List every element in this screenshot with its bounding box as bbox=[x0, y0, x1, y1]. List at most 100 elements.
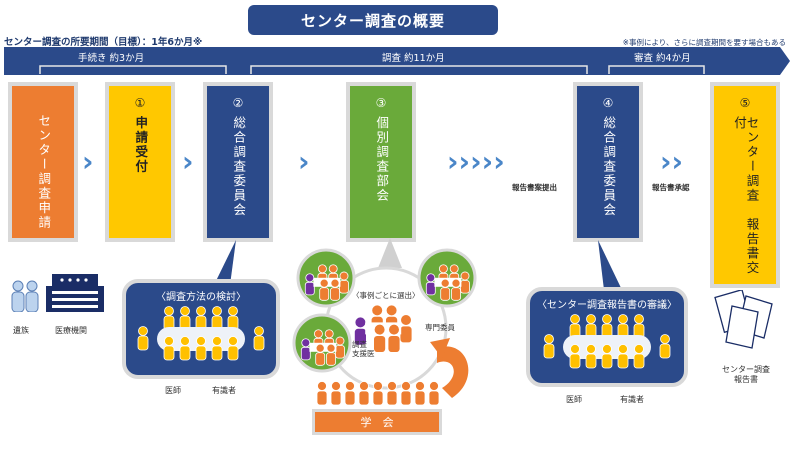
hospital-label: 医療機関 bbox=[55, 326, 87, 335]
person-icon bbox=[633, 344, 645, 369]
support-doctor-label: 調査 支援医 bbox=[352, 340, 375, 358]
person-icon bbox=[569, 314, 581, 339]
person-icon bbox=[137, 326, 149, 351]
stage-general-committee-1: ② 総合調査委員会 bbox=[203, 82, 273, 242]
case-selection-cluster bbox=[292, 238, 477, 406]
person-icon bbox=[326, 343, 336, 366]
chevron-right-icon: › bbox=[470, 145, 482, 178]
bubble-title: 〈事例ごとに選出〉 bbox=[352, 291, 420, 300]
person-icon bbox=[344, 381, 356, 406]
stage-number: ② bbox=[232, 96, 244, 110]
person-icon bbox=[585, 314, 597, 339]
chevron-group-approve: › › bbox=[660, 148, 683, 176]
meeting-people-icon bbox=[137, 306, 265, 361]
person-icon bbox=[425, 273, 436, 296]
stage-number: ③ bbox=[375, 96, 387, 110]
academic-society-box: 学 会 bbox=[312, 409, 442, 435]
person-icon bbox=[335, 336, 345, 359]
person-icon bbox=[163, 306, 175, 331]
diagram-title: センター調査の概要 bbox=[248, 5, 498, 35]
bubble-investigation-method: 〈調査方法の検討〉 bbox=[122, 279, 280, 379]
stage-application-receipt: ① 申請受付 bbox=[105, 82, 175, 242]
chevron-right-icon: › bbox=[182, 145, 194, 178]
phase-label-investigation: 調査 約11か月 bbox=[382, 53, 445, 64]
chevron-right-icon: › bbox=[458, 145, 471, 178]
family-icon bbox=[11, 280, 39, 312]
person-icon bbox=[195, 306, 207, 331]
stage-label: 個別調査部会 bbox=[374, 116, 390, 203]
stage-label: 申請受付 bbox=[133, 116, 149, 174]
person-icon bbox=[659, 334, 671, 359]
phase-label-procedure: 手続き 約3か月 bbox=[78, 53, 145, 64]
person-icon bbox=[315, 343, 326, 366]
stage-individual-subcommittee: ③ 個別調査部会 bbox=[346, 82, 416, 242]
person-icon bbox=[179, 336, 191, 361]
bubble-pointer bbox=[598, 240, 622, 290]
chevron-right-icon: › bbox=[298, 145, 310, 178]
person-icon bbox=[387, 323, 401, 353]
stage-center-application: センター調査申請 bbox=[8, 82, 78, 242]
stage-general-committee-2: ④ 総合調査委員会 bbox=[573, 82, 643, 242]
report-submit-label: 報告書案提出 bbox=[512, 183, 557, 192]
caption-doctor: 医師 bbox=[566, 395, 582, 404]
report-caption-line2: 報告書 bbox=[734, 374, 758, 384]
person-icon bbox=[319, 278, 330, 301]
family-label: 遺族 bbox=[13, 326, 29, 335]
person-icon bbox=[543, 334, 555, 359]
chevron-group-submit: › › › › › bbox=[447, 148, 505, 176]
person-icon bbox=[227, 336, 239, 361]
person-icon bbox=[601, 314, 613, 339]
person-icon bbox=[373, 323, 386, 353]
person-icon bbox=[211, 336, 223, 361]
person-icon bbox=[633, 314, 645, 339]
bracket-review bbox=[608, 65, 705, 74]
stage-label: 総合調査委員会 bbox=[231, 116, 247, 218]
person-icon bbox=[195, 336, 207, 361]
bracket-procedure bbox=[39, 65, 227, 74]
person-icon bbox=[227, 306, 239, 331]
stage-label: センター調査 報告書交付 bbox=[732, 116, 760, 276]
stage-number: ① bbox=[134, 96, 146, 110]
person-icon bbox=[372, 381, 384, 406]
report-caption: センター調査 報告書 bbox=[716, 365, 776, 384]
stage-label: 総合調査委員会 bbox=[601, 116, 617, 218]
report-caption-line1: センター調査 bbox=[722, 365, 770, 374]
report-approve-label: 報告書承認 bbox=[652, 183, 690, 192]
report-documents-icon bbox=[714, 290, 773, 349]
person-icon bbox=[428, 381, 440, 406]
person-icon bbox=[316, 381, 328, 406]
person-icon bbox=[304, 273, 315, 296]
person-icon bbox=[414, 381, 426, 406]
phase-label-review: 審査 約4か月 bbox=[634, 53, 691, 64]
person-icon bbox=[440, 278, 451, 301]
person-icon bbox=[400, 381, 412, 406]
bubble-title: 〈センター調査報告書の審議〉 bbox=[537, 300, 677, 311]
person-icon bbox=[399, 314, 413, 344]
hospital-icon bbox=[46, 274, 104, 312]
caption-expert: 有識者 bbox=[212, 386, 236, 395]
person-icon bbox=[569, 344, 581, 369]
bracket-investigation bbox=[250, 65, 588, 74]
person-icon bbox=[253, 326, 265, 351]
timeline-band bbox=[4, 47, 790, 75]
person-icon bbox=[358, 381, 370, 406]
person-icon bbox=[163, 336, 175, 361]
bubble-report-review: 〈センター調査報告書の審議〉 bbox=[526, 287, 688, 387]
person-icon bbox=[211, 306, 223, 331]
person-icon bbox=[460, 271, 470, 294]
chevron-right-icon: › bbox=[481, 145, 494, 178]
period-label: センター調査の所要期間（目標）：1年6か月※ bbox=[4, 37, 203, 48]
bubble-pointer bbox=[214, 240, 236, 285]
bubble-title: 〈調査方法の検討〉 bbox=[156, 292, 246, 303]
person-icon bbox=[300, 338, 311, 361]
person-icon bbox=[585, 344, 597, 369]
stage-number: ⑤ bbox=[739, 96, 751, 110]
person-icon bbox=[354, 316, 367, 346]
timeline-arrow-shape bbox=[4, 47, 790, 75]
meeting-people-icon bbox=[543, 314, 671, 369]
person-icon bbox=[330, 278, 340, 301]
chevron-right-icon: › bbox=[671, 145, 684, 178]
person-icon bbox=[330, 381, 342, 406]
stage-report-delivery: ⑤ センター調査 報告書交付 bbox=[710, 82, 780, 288]
chevron-right-icon: › bbox=[82, 145, 94, 178]
